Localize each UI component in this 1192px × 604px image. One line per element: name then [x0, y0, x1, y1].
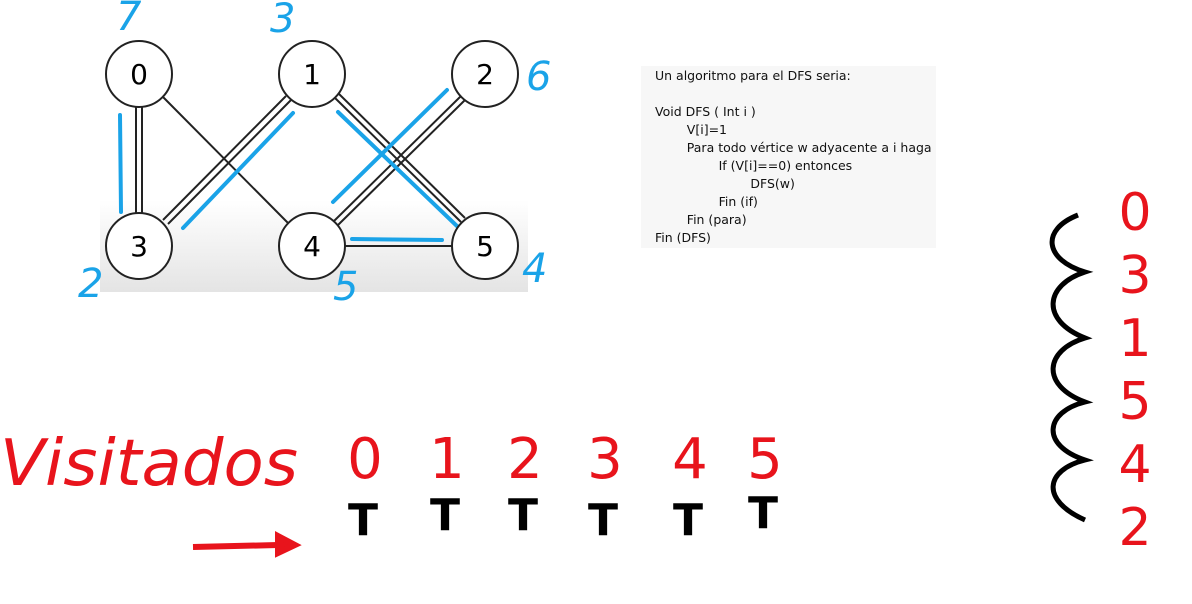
visitados-value: T	[748, 488, 778, 539]
edge-2-4	[332, 95, 462, 223]
node-label: 0	[130, 58, 148, 91]
visit-order-number: 2	[78, 261, 103, 307]
node-label: 2	[476, 58, 494, 91]
stack-order-item: 0	[1118, 183, 1151, 243]
code-line: If (V[i]==0) entonces	[655, 158, 853, 173]
stack-order-item: 4	[1118, 435, 1151, 495]
graph-node-5: 5	[451, 212, 519, 280]
visit-order-number: 3	[270, 0, 295, 42]
edge-0-4	[162, 96, 289, 224]
visitados-index: 4	[672, 427, 708, 492]
visit-order-number: 6	[526, 54, 551, 100]
code-line: DFS(w)	[655, 176, 795, 191]
stack-order-item: 1	[1118, 309, 1151, 369]
dfs-pseudocode: Un algoritmo para el DFS seria: Void DFS…	[641, 66, 936, 248]
arrow-icon	[192, 531, 302, 558]
node-label: 1	[303, 58, 321, 91]
visitados-value: T	[430, 490, 460, 541]
visit-order-number: 4	[522, 246, 547, 292]
code-line: Fin (if)	[655, 194, 758, 209]
graph-edges	[135, 91, 466, 247]
node-label: 4	[303, 230, 321, 263]
code-title: Un algoritmo para el DFS seria:	[655, 68, 851, 83]
visitados-value: T	[588, 495, 618, 546]
recursion-braces	[1049, 212, 1094, 523]
graph-node-0: 0	[105, 40, 173, 108]
stack-order-item: 5	[1118, 372, 1151, 432]
visitados-value: T	[348, 495, 378, 546]
stack-order-item: 3	[1118, 246, 1151, 306]
code-line: Para todo vértice w adyacente a i haga	[655, 140, 932, 155]
graph-node-1: 1	[278, 40, 346, 108]
code-line: V[i]=1	[655, 122, 727, 137]
dfs-tree-highlight	[118, 88, 461, 242]
graph-node-3: 3	[105, 212, 173, 280]
code-line: Void DFS ( Int i )	[655, 104, 756, 119]
graph-node-4: 4	[278, 212, 346, 280]
stack-order-item: 2	[1118, 498, 1151, 558]
code-line: Fin (para)	[655, 212, 747, 227]
visitados-value: T	[508, 490, 538, 541]
edge-1-3	[162, 95, 287, 221]
visitados-index: 3	[587, 427, 623, 492]
code-line: Fin (DFS)	[655, 230, 711, 245]
graph-node-2: 2	[451, 40, 519, 108]
visit-order-number: 7	[116, 0, 142, 40]
node-label: 3	[130, 230, 148, 263]
visitados-value: T	[673, 495, 703, 546]
visitados-index: 0	[347, 427, 383, 492]
visitados-index: 1	[429, 427, 465, 492]
visitados-index: 2	[507, 427, 543, 492]
visitados-index: 5	[747, 427, 783, 492]
node-label: 5	[476, 230, 494, 263]
visitados-label: Visitados	[0, 427, 298, 501]
visit-order-number: 5	[333, 264, 358, 310]
